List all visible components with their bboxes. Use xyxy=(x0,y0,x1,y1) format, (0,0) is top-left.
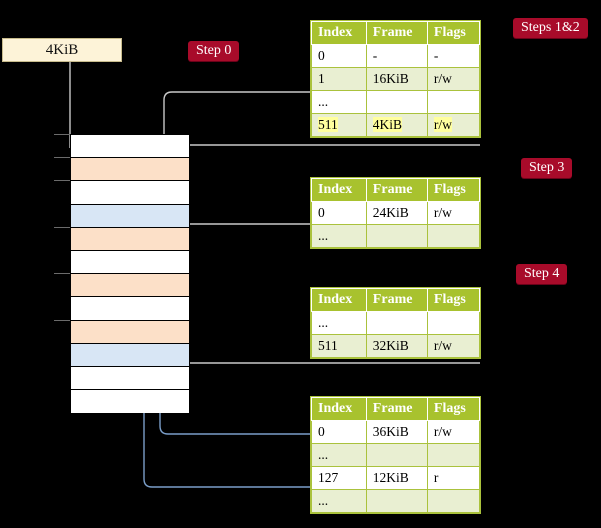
memory-frame-row xyxy=(71,158,189,182)
memory-frame-row xyxy=(71,274,189,298)
memory-frame-row xyxy=(71,320,189,344)
table-cell: 511 xyxy=(311,334,367,358)
table-cell xyxy=(426,90,481,114)
column-header-flags: Flags xyxy=(426,288,481,312)
table-cell: 4KiB xyxy=(365,113,428,137)
table-cell: 32KiB xyxy=(365,334,428,358)
table-row: ... xyxy=(311,224,481,248)
step-badge-label: Steps 1&2 xyxy=(521,20,580,35)
memory-frame-row xyxy=(71,297,189,321)
table-cell xyxy=(426,489,481,513)
table-cell: - xyxy=(365,44,428,68)
memory-frame-row xyxy=(71,366,189,391)
table-row: ... xyxy=(311,443,481,467)
memory-frame-row xyxy=(71,181,189,205)
memory-frame-row xyxy=(71,343,189,367)
step-badge-step-3: Step 3 xyxy=(521,158,573,178)
table-cell xyxy=(365,224,428,248)
column-header-flags: Flags xyxy=(426,178,481,202)
table-cell: 12KiB xyxy=(365,466,428,490)
memory-frame-row xyxy=(71,250,189,275)
memory-frame-row xyxy=(71,390,189,414)
column-header-frame: Frame xyxy=(365,21,428,45)
column-header-index: Index xyxy=(311,21,367,45)
step-badge-label: Step 3 xyxy=(529,160,565,175)
size-label-text: 4KiB xyxy=(45,41,79,58)
size-label-box: 4KiB xyxy=(2,38,122,62)
memory-frame-row xyxy=(71,227,189,251)
memory-tick xyxy=(54,319,70,321)
table-cell xyxy=(426,443,481,467)
step-badge-step-0: Step 0 xyxy=(188,41,240,61)
step-badge-steps-1-2: Steps 1&2 xyxy=(513,18,588,38)
table-cell: 0 xyxy=(311,420,367,444)
column-header-index: Index xyxy=(311,288,367,312)
column-header-frame: Frame xyxy=(365,178,428,202)
table-cell: ... xyxy=(311,224,367,248)
step-badge-label: Step 0 xyxy=(196,43,232,58)
table-cell: 24KiB xyxy=(365,201,428,225)
table-row: ... xyxy=(311,90,481,114)
physical-memory-column xyxy=(70,134,190,414)
table-row: ... xyxy=(311,311,481,335)
table-cell: r xyxy=(426,466,481,490)
table-cell: r/w xyxy=(426,113,481,137)
column-header-flags: Flags xyxy=(426,21,481,45)
table-row: 0-- xyxy=(311,44,481,68)
table-cell xyxy=(426,224,481,248)
table-cell: 0 xyxy=(311,44,367,68)
column-header-flags: Flags xyxy=(426,397,481,421)
table-cell: 127 xyxy=(311,466,367,490)
table-cell: 511 xyxy=(311,113,367,137)
table-cell: r/w xyxy=(426,201,481,225)
memory-tick xyxy=(54,180,70,182)
table-cell: 36KiB xyxy=(365,420,428,444)
table-cell xyxy=(365,90,428,114)
memory-tick xyxy=(54,134,70,135)
memory-tick xyxy=(54,157,70,159)
table-cell: ... xyxy=(311,311,367,335)
memory-frame-row xyxy=(71,204,189,228)
table-cell: r/w xyxy=(426,334,481,358)
table-cell xyxy=(426,311,481,335)
table-cell xyxy=(365,489,428,513)
table-cell: 0 xyxy=(311,201,367,225)
memory-frame-row xyxy=(71,135,189,159)
column-header-frame: Frame xyxy=(365,288,428,312)
step-badge-step-4: Step 4 xyxy=(516,264,568,284)
table-cell xyxy=(365,311,428,335)
table-cell: ... xyxy=(311,90,367,114)
step-badge-label: Step 4 xyxy=(524,266,560,281)
memory-tick xyxy=(54,226,70,228)
table-cell: 1 xyxy=(311,67,367,91)
table-cell: r/w xyxy=(426,420,481,444)
column-header-frame: Frame xyxy=(365,397,428,421)
table-cell: 16KiB xyxy=(365,67,428,91)
table-cell xyxy=(365,443,428,467)
column-header-index: Index xyxy=(311,397,367,421)
table-cell: r/w xyxy=(426,67,481,91)
table-cell: ... xyxy=(311,443,367,467)
table-row: ... xyxy=(311,489,481,513)
table-cell: - xyxy=(426,44,481,68)
table-cell: ... xyxy=(311,489,367,513)
column-header-index: Index xyxy=(311,178,367,202)
memory-tick xyxy=(54,273,70,275)
